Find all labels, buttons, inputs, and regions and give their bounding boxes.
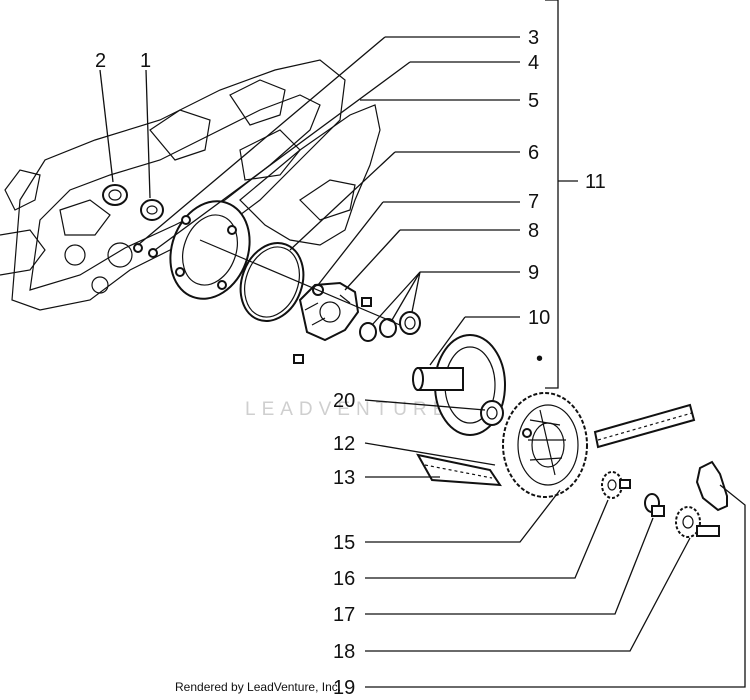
callout-3: 3 <box>528 27 539 49</box>
small-screws <box>133 243 158 258</box>
callout-10: 10 <box>528 307 550 329</box>
callout-2: 2 <box>95 50 106 72</box>
part-15-fan-gear <box>502 392 588 498</box>
callout-1: 1 <box>140 50 151 72</box>
part-6-o-ring-inner <box>244 246 300 318</box>
callout-17: 17 <box>333 604 355 626</box>
callout-16: 16 <box>333 568 355 590</box>
part-6-o-ring <box>239 242 305 322</box>
callout-12: 12 <box>333 433 355 455</box>
part-1-bushing <box>140 199 164 221</box>
part-4-cover <box>169 200 251 300</box>
slider-block <box>361 297 372 307</box>
part-17-bushing <box>644 493 665 517</box>
part-20-bearing <box>480 400 504 426</box>
callout-18: 18 <box>333 641 355 663</box>
callout-13: 13 <box>333 467 355 489</box>
part-16-gear <box>601 471 631 499</box>
group-bracket-11 <box>545 0 578 389</box>
drive-belt-lower-teeth <box>424 464 493 479</box>
drive-belt-upper-teeth <box>597 412 693 441</box>
callout-9: 9 <box>528 262 539 284</box>
part-19-gasket <box>695 460 728 512</box>
callout-15: 15 <box>333 532 355 554</box>
leader-lines <box>99 36 746 688</box>
part-8-roller-housing <box>298 281 360 342</box>
dowel-pin <box>293 354 304 364</box>
callout-7: 7 <box>528 191 539 213</box>
callout-6: 6 <box>528 142 539 164</box>
callout-5: 5 <box>528 90 539 112</box>
drive-belt-upper <box>593 403 696 449</box>
part-18-pinion <box>675 506 720 538</box>
callout-20: 20 <box>333 390 355 412</box>
part-9-washers <box>359 311 421 342</box>
marker-dot: • <box>536 348 543 370</box>
watermark-text: LEADVENTURE <box>245 399 451 420</box>
callout-19: 19 <box>333 677 355 699</box>
part-2-bearing <box>102 184 128 206</box>
callout-8: 8 <box>528 220 539 242</box>
assembly-axis-line <box>199 239 401 326</box>
credit-text: Rendered by LeadVenture, Inc. <box>175 680 341 694</box>
callout-4: 4 <box>528 52 539 74</box>
callout-11: 11 <box>585 171 606 193</box>
part-5-gasket <box>239 104 381 246</box>
